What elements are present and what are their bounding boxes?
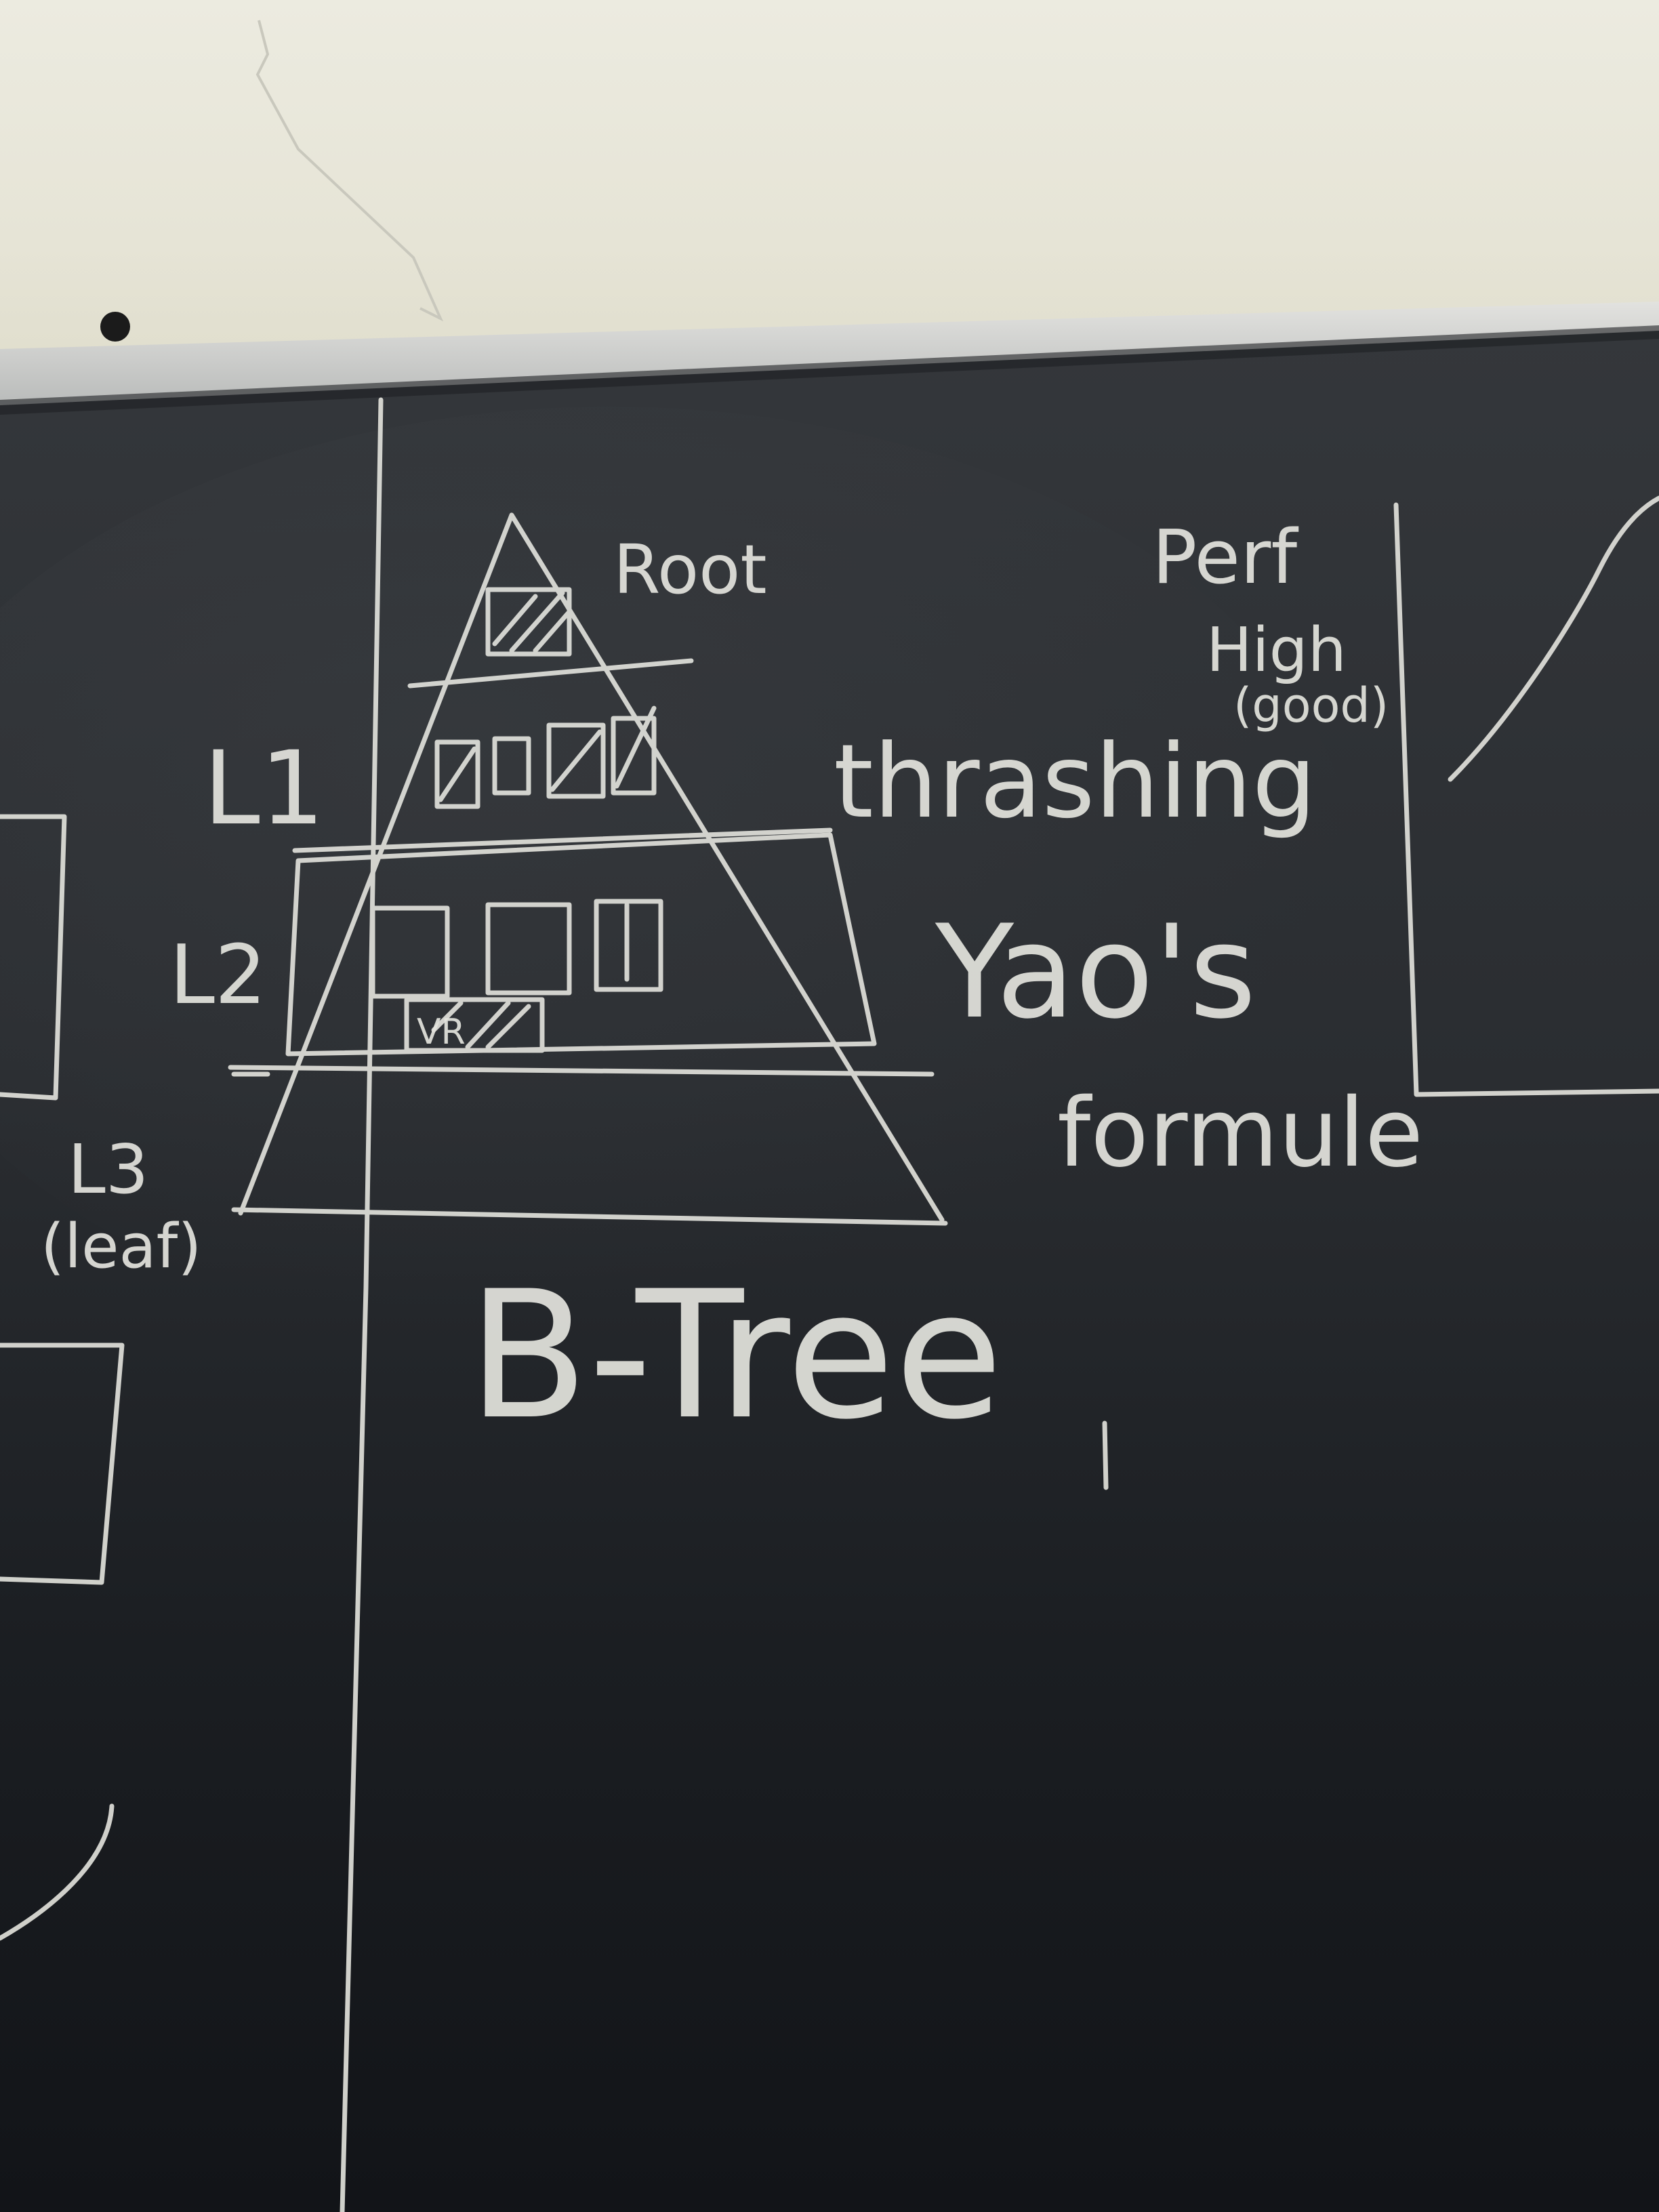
root-label: Root [613, 530, 767, 609]
l1-node-1 [434, 739, 480, 809]
perf-label: Perf [1152, 514, 1298, 600]
wall-hook [100, 312, 130, 342]
l2-node-3 [594, 899, 663, 992]
high-label: High [1206, 615, 1347, 686]
l3-label: L3 [68, 1130, 148, 1209]
l1-node-3-hatching [550, 729, 602, 792]
l1-label: L1 [203, 730, 325, 848]
node-key-label: VR [417, 1012, 466, 1052]
perf-axes [1393, 502, 1659, 1097]
root-node-hatching [492, 590, 571, 653]
pyramid-line-base [231, 1207, 948, 1226]
chalk-tray [0, 302, 1659, 405]
l3-fragment-node [404, 997, 545, 1053]
l2-label: L2 [169, 928, 266, 1023]
l1-node-2 [492, 736, 531, 796]
hanging-wire [255, 20, 444, 322]
l2-node-2 [485, 902, 572, 996]
perf-curve [1448, 495, 1659, 782]
leaf-label: (leaf) [41, 1211, 201, 1282]
btree-title: B-Tree [468, 1254, 1003, 1458]
chalk-smudge [0, 407, 1355, 1355]
formule-label: formule [1057, 1078, 1423, 1189]
l1-node-4 [611, 716, 657, 796]
pyramid-line-l2 [228, 1065, 935, 1077]
good-label: (good) [1233, 678, 1389, 733]
l1-node-4-hatching [614, 705, 657, 789]
chalk-tray-shadow [0, 325, 1659, 415]
pyramid-line-root [407, 658, 694, 689]
yaos-label: Yao's [935, 897, 1256, 1047]
board-divider-line [340, 397, 384, 2212]
stray-chalk-mark [1102, 1420, 1109, 1490]
left-partial-box-top [0, 814, 67, 1101]
left-partial-box-mid [0, 1343, 125, 1585]
l1-node-3 [546, 722, 606, 799]
left-partial-curve [0, 1803, 115, 1941]
l2-node-1 [370, 905, 450, 999]
root-node [485, 587, 572, 657]
l3-fragment-hatching [431, 1000, 531, 1050]
pyramid-line-l1 [292, 827, 833, 853]
l1-node-1-hatching [438, 746, 477, 802]
pyramid-outline [238, 512, 945, 1223]
thrashing-label: thrashing [834, 723, 1317, 841]
thrashing-band [285, 832, 877, 1057]
